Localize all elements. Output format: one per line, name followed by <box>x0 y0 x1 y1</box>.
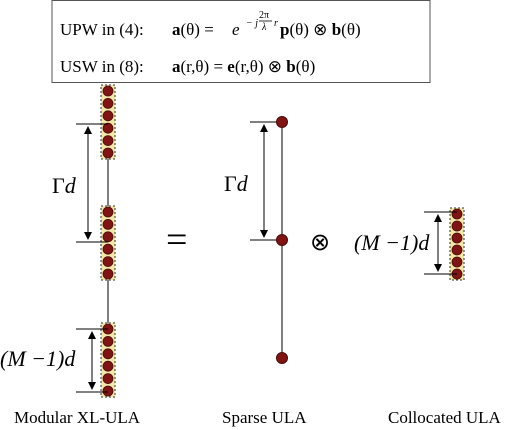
equals-sign: = <box>166 219 187 261</box>
upw-exp-num: 2π <box>259 10 269 21</box>
upw-lhs: (θ) = <box>181 20 214 39</box>
antenna-element <box>102 243 114 255</box>
legend-row1: UPW in (4): a(θ) = e p(θ) ⊗ b(θ) <box>60 20 361 39</box>
modular-xl-ula: Γd (M −1)d <box>0 84 116 398</box>
upw-p-symbol: p <box>280 20 289 39</box>
antenna-element <box>102 256 114 268</box>
caption-modular-xl-ula: Modular XL-ULA <box>14 408 141 427</box>
sparse-gamma-d-label: Γd <box>224 171 249 196</box>
antenna-element <box>102 206 114 218</box>
antenna-element <box>102 122 114 134</box>
antenna-element <box>102 385 114 397</box>
antenna-element <box>102 373 114 385</box>
antenna-element <box>102 268 114 280</box>
upw-exp-negj: − j <box>246 18 258 29</box>
antenna-element <box>102 110 114 122</box>
antenna-element <box>451 256 463 268</box>
caption-collocated-ula: Collocated ULA <box>388 408 502 427</box>
kronecker-product-symbol: ⊗ <box>310 230 330 256</box>
antenna-element <box>102 360 114 372</box>
antenna-element <box>102 135 114 147</box>
d-symbol: d <box>237 171 249 196</box>
antenna-element <box>102 98 114 109</box>
modular-subarrays <box>100 84 116 398</box>
equation-legend: UPW in (4): a(θ) = e p(θ) ⊗ b(θ) − j 2π … <box>51 0 431 83</box>
antenna-element <box>102 147 114 159</box>
antenna-element <box>451 220 463 232</box>
antenna-element <box>451 208 463 220</box>
antenna-element <box>451 232 463 244</box>
upw-p-rest: (θ) ⊗ <box>289 20 331 39</box>
sparse-element <box>276 116 288 128</box>
upw-a-symbol: a <box>172 20 181 39</box>
usw-lhs: (r,θ) = <box>181 57 228 76</box>
antenna-element <box>102 218 114 230</box>
upw-exp-base: e <box>232 20 240 39</box>
collocated-md-label: (M −1)d <box>354 230 430 255</box>
modular-gamma-d-label: Γd <box>52 173 77 198</box>
gamma-symbol: Γ <box>224 171 237 196</box>
antenna-element <box>451 244 463 256</box>
sparse-ula: Γd <box>224 116 288 364</box>
antenna-element <box>102 335 114 347</box>
usw-b-rest: (θ) <box>296 57 315 76</box>
upw-exp-var: r <box>274 18 278 29</box>
collocated-ula: (M −1)d <box>354 207 465 281</box>
usw-e-rest: (r,θ) ⊗ <box>235 57 286 76</box>
antenna-element <box>102 231 114 243</box>
sparse-element <box>276 352 288 364</box>
d-symbol: d <box>65 173 77 198</box>
upw-label: UPW in (4): <box>60 20 144 39</box>
antenna-element <box>102 348 114 360</box>
usw-a-symbol: a <box>172 57 181 76</box>
upw-b-symbol: b <box>332 20 341 39</box>
collocated-subarray <box>449 207 465 281</box>
usw-b-symbol: b <box>286 57 295 76</box>
gamma-symbol: Γ <box>52 173 65 198</box>
caption-sparse-ula: Sparse ULA <box>222 408 307 427</box>
usw-label: USW in (8): <box>60 57 144 76</box>
sparse-element <box>276 234 288 246</box>
upw-exp-den: λ <box>261 22 267 33</box>
modular-md-label: (M −1)d <box>0 346 76 371</box>
antenna-element <box>102 85 114 97</box>
legend-box <box>51 0 431 83</box>
legend-row2: USW in (8): a(r,θ) = e(r,θ) ⊗ b(θ) <box>60 57 315 76</box>
upw-b-rest: (θ) <box>341 20 360 39</box>
usw-e-symbol: e <box>227 57 235 76</box>
